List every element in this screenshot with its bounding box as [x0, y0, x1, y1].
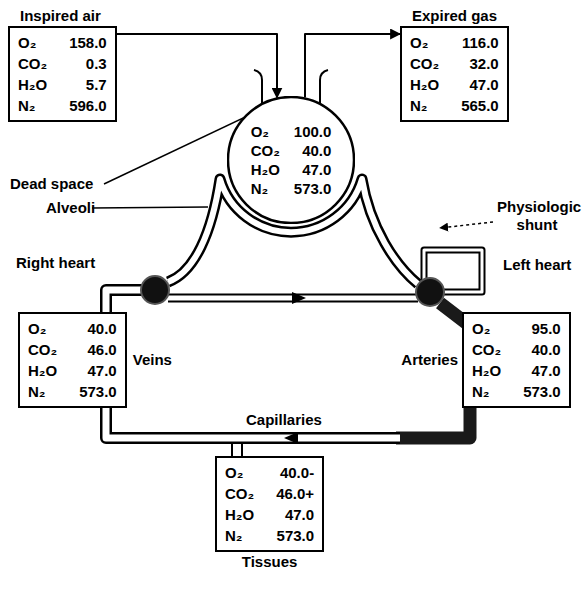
gas-symbol: CO₂	[28, 339, 57, 360]
partial-pressure: 32.0	[461, 53, 499, 74]
gas-symbol: H₂O	[225, 504, 254, 525]
partial-pressure: 573.0	[523, 381, 561, 402]
part-label: Dead space	[10, 175, 93, 193]
gas-symbol: CO₂	[18, 53, 47, 74]
flow-arrow	[284, 432, 298, 444]
flask-neck	[254, 70, 262, 104]
partial-pressure: 95.0	[523, 318, 561, 339]
gas-symbol: N₂	[18, 95, 47, 116]
gas-table: O₂ 40.0CO₂ 46.0H₂O 47.0N₂ 573.0	[28, 318, 117, 402]
partial-pressure: 47.0	[461, 74, 499, 95]
expired-gas-box: Expired gasO₂116.0CO₂32.0H₂O47.0N₂565.0	[400, 26, 509, 122]
partial-pressure: 5.7	[69, 74, 107, 95]
box-heading: Arteries	[401, 351, 458, 369]
airflow-arrow	[305, 34, 400, 98]
partial-pressure: 40.0-	[276, 462, 314, 483]
gas-symbol: O₂	[410, 32, 439, 53]
partial-pressure: 47.0	[79, 360, 117, 381]
part-label: Physiologic shunt	[497, 198, 577, 234]
partial-pressure: 158.0	[69, 32, 107, 53]
partial-pressure: 573.0	[276, 525, 314, 546]
vein-lumen	[106, 290, 400, 438]
airflow-arrow	[117, 34, 277, 98]
gas-symbol: H₂O	[28, 360, 57, 381]
gas-symbol: CO₂	[410, 53, 439, 74]
partial-pressure: 116.0	[461, 32, 499, 53]
gas-symbol: N₂	[251, 179, 280, 198]
gas-table: O₂ 95.0CO₂ 40.0H₂O 47.0N₂ 573.0	[472, 318, 561, 402]
gas-symbol: CO₂	[251, 141, 280, 160]
gas-symbol: N₂	[225, 525, 254, 546]
gas-table: O₂ 158.0CO₂ 0.3H₂O 5.7N₂ 596.0	[18, 32, 107, 116]
gas-symbol: O₂	[251, 122, 280, 141]
gas-symbol: H₂O	[251, 160, 280, 179]
partial-pressure: 46.0	[79, 339, 117, 360]
gas-symbol: O₂	[18, 32, 47, 53]
partial-pressure: 46.0+	[276, 483, 314, 504]
shunt-pointer	[440, 222, 493, 228]
partial-pressure: 100.0	[294, 122, 332, 141]
gas-symbol: N₂	[472, 381, 501, 402]
flow-arrow	[292, 292, 306, 304]
partial-pressure: 40.0	[294, 141, 332, 160]
tissue-box: TissuesO₂40.0-CO₂46.0+H₂O47.0N₂573.0	[215, 456, 324, 552]
partial-pressure: 47.0	[276, 504, 314, 525]
arterial-blood-box: ArteriesO₂95.0CO₂40.0H₂O47.0N₂573.0	[462, 312, 571, 408]
box-heading: Tissues	[242, 553, 298, 571]
alveolus-circle	[228, 97, 354, 223]
partial-pressure: 40.0	[79, 318, 117, 339]
partial-pressure: 573.0	[79, 381, 117, 402]
gas-symbol: CO₂	[472, 339, 501, 360]
venous-blood-box: VeinsO₂40.0CO₂46.0H₂O47.0N₂573.0	[18, 312, 127, 408]
alveolus-flask: O₂ 100.0CO₂ 40.0H₂O 47.0N₂ 573.0	[227, 96, 355, 224]
gas-table: O₂ 40.0- CO₂ 46.0+ H₂O 47.0N₂ 573.0	[225, 462, 314, 546]
artery-vessel	[396, 303, 470, 438]
gas-symbol: CO₂	[225, 483, 254, 504]
partial-pressure: 47.0	[523, 360, 561, 381]
gas-symbol: H₂O	[18, 74, 47, 95]
partial-pressure: 0.3	[69, 53, 107, 74]
flask-neck	[320, 70, 328, 104]
left-heart-symbol	[416, 278, 444, 306]
right-heart-symbol	[141, 276, 169, 304]
gas-symbol: O₂	[28, 318, 57, 339]
partial-pressure: 47.0	[294, 160, 332, 179]
leader-line	[92, 207, 208, 208]
gas-symbol: O₂	[225, 462, 254, 483]
alveolus-outline	[227, 96, 355, 224]
gas-symbol: H₂O	[410, 74, 439, 95]
gas-symbol: H₂O	[472, 360, 501, 381]
vein-vessel	[106, 290, 400, 438]
part-label: Left heart	[503, 256, 571, 274]
gas-symbol: N₂	[410, 95, 439, 116]
gas-table: O₂ 116.0CO₂ 32.0H₂O 47.0N₂ 565.0	[410, 32, 499, 116]
part-label: Right heart	[16, 254, 95, 272]
partial-pressure: 573.0	[294, 179, 332, 198]
box-heading: Veins	[133, 351, 172, 369]
box-heading: Inspired air	[20, 7, 101, 25]
gas-table: O₂ 100.0CO₂ 40.0H₂O 47.0N₂ 573.0	[251, 122, 332, 198]
partial-pressure: 40.0	[523, 339, 561, 360]
partial-pressure: 565.0	[461, 95, 499, 116]
gas-symbol: O₂	[472, 318, 501, 339]
box-heading: Expired gas	[412, 7, 497, 25]
partial-pressure: 596.0	[69, 95, 107, 116]
part-label: Alveoli	[46, 199, 95, 217]
inspired-air-box: Inspired airO₂158.0CO₂0.3H₂O5.7N₂596.0	[8, 26, 117, 122]
gas-symbol: N₂	[28, 381, 57, 402]
part-label: Capillaries	[246, 411, 322, 429]
